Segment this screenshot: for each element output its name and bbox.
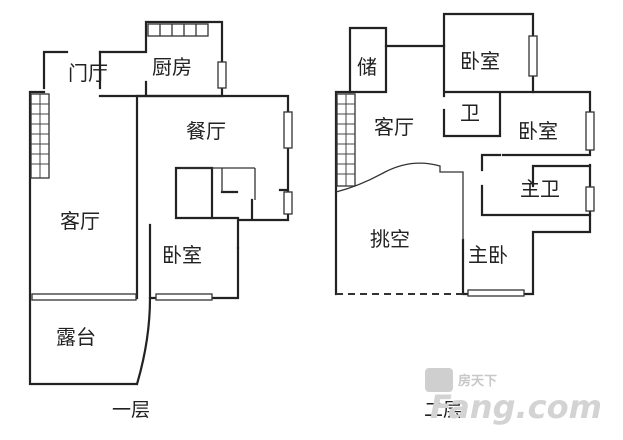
room-label-dining: 餐厅 <box>186 119 226 143</box>
watermark: 房天下 Fang.com <box>425 368 602 426</box>
floor2-inner-walls <box>442 44 592 217</box>
floor1-outer-wall <box>28 20 240 386</box>
room-label-bedroom-top: 卧室 <box>460 49 500 73</box>
room-label-kitchen: 厨房 <box>152 55 192 79</box>
room-label-bedroom: 卧室 <box>162 243 202 267</box>
floor1-terrace-door <box>31 293 137 301</box>
floor1-caption: 一层 <box>112 399 150 421</box>
floor2-staircase <box>336 93 356 187</box>
floor1-dining-window <box>283 111 293 149</box>
room-label-living-2f: 客厅 <box>374 115 414 139</box>
room-label-terrace: 露台 <box>56 325 96 349</box>
floor1-plan: 门厅 厨房 餐厅 客厅 卧室 露台 一层 <box>28 20 293 421</box>
floor2-plan: 储 卧室 客厅 卫 卧室 主卫 挑空 主卧 二层 <box>334 12 595 421</box>
floor1-partitions <box>180 167 256 200</box>
watermark-brand-en: Fang.com <box>430 388 602 426</box>
floor2-void-curve <box>335 162 464 240</box>
floor1-bedroom-window <box>155 293 213 301</box>
kitchen-counter <box>147 23 209 37</box>
floor2-bedroom-right-window <box>585 111 595 151</box>
watermark-logo-mark <box>425 368 453 392</box>
room-label-bedroom-right: 卧室 <box>518 119 558 143</box>
room-label-living: 客厅 <box>60 209 100 233</box>
room-label-storage: 储 <box>357 55 377 79</box>
floor2-storage-wall <box>348 44 388 94</box>
room-label-open-void: 挑空 <box>370 227 410 251</box>
floor1-staircase <box>30 93 50 179</box>
floor2-master-bath-window <box>585 186 595 212</box>
floor1-bedroom-wall <box>148 216 240 300</box>
watermark-brand-cn: 房天下 <box>458 373 497 389</box>
room-label-bath: 卫 <box>460 101 480 125</box>
room-label-master-bedroom: 主卧 <box>468 243 508 267</box>
room-label-entrance: 门厅 <box>68 61 108 85</box>
floor2-bedroom-window <box>528 35 538 77</box>
floor2-caption: 二层 <box>424 399 462 421</box>
room-label-master-bath: 主卫 <box>520 177 560 201</box>
floor1-kitchen-window <box>217 61 227 89</box>
floor2-master-bedroom-window <box>467 289 525 297</box>
floor1-side-window <box>283 191 293 215</box>
